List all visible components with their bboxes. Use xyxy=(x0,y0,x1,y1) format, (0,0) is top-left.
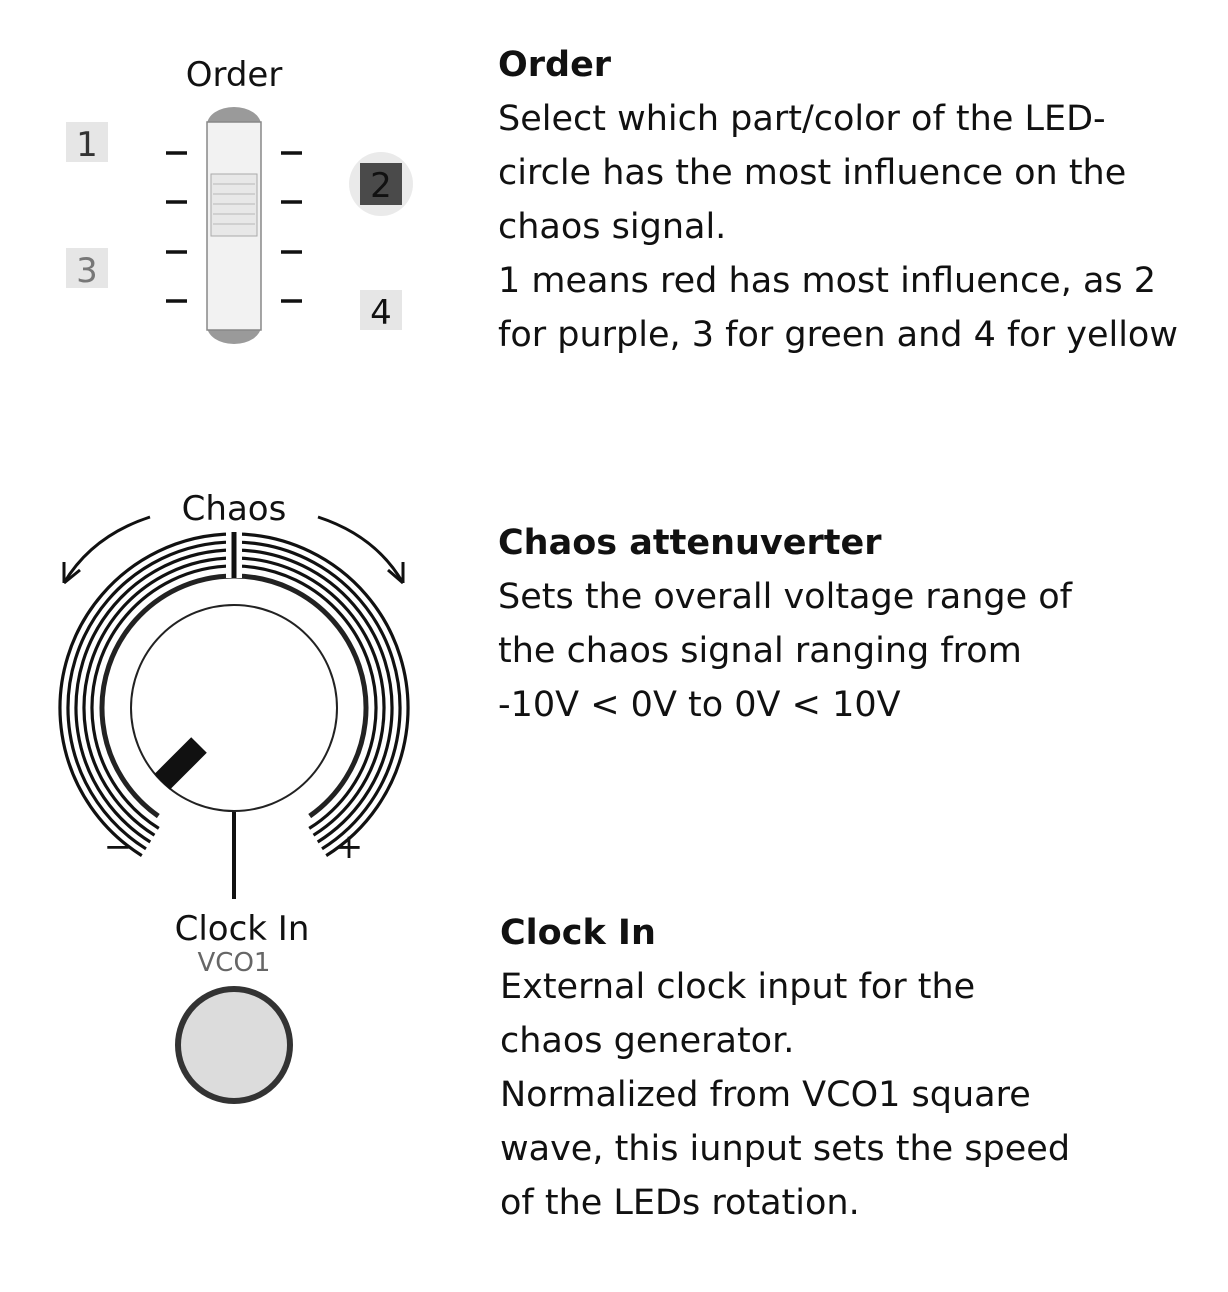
chaos-max-label: + xyxy=(335,827,364,867)
order-label-box xyxy=(66,248,108,288)
chaos-heading: Chaos attenuverter xyxy=(498,523,882,563)
order-line-4: 1 means red has most influence, as 2 xyxy=(498,261,1157,301)
order-position-2[interactable]: 2 xyxy=(349,152,413,216)
knob-pointer xyxy=(154,737,207,790)
clock-heading: Clock In xyxy=(500,913,656,953)
order-slider-switch[interactable] xyxy=(206,107,262,344)
chaos-line-1: Sets the overall voltage range of xyxy=(498,577,1072,617)
chaos-title: Chaos xyxy=(182,489,287,529)
order-label-4: 4 xyxy=(370,293,392,333)
clock-in-subtitle: VCO1 xyxy=(198,948,271,978)
order-tick-marks xyxy=(166,151,302,303)
order-title: Order xyxy=(186,55,283,95)
order-line-5: for purple, 3 for green and 4 for yellow xyxy=(498,315,1178,355)
order-line-2: circle has the most influence on the xyxy=(498,153,1127,193)
jack-socket-icon xyxy=(175,986,293,1104)
order-label-1: 1 xyxy=(76,125,98,165)
chaos-line-2: the chaos signal ranging from xyxy=(498,631,1022,671)
clock-line-5: of the LEDs rotation. xyxy=(500,1183,860,1223)
chaos-min-label: − xyxy=(104,827,133,867)
order-label-box xyxy=(360,290,402,330)
clock-line-3: Normalized from VCO1 square xyxy=(500,1075,1031,1115)
clock-description: Clock In External clock input for the ch… xyxy=(500,906,1070,1230)
order-line-1: Select which part/color of the LED- xyxy=(498,99,1106,139)
clock-in-title: Clock In xyxy=(175,909,310,949)
clock-line-4: wave, this iunput sets the speed xyxy=(500,1129,1071,1169)
clock-line-2: chaos generator. xyxy=(500,1021,795,1061)
slider-thumb[interactable] xyxy=(210,173,258,237)
clock-line-1: External clock input for the xyxy=(500,967,976,1007)
chaos-knob[interactable] xyxy=(130,604,338,812)
order-description: Order Select which part/color of the LED… xyxy=(498,38,1178,362)
order-label-box xyxy=(66,122,108,162)
chaos-description: Chaos attenuverter Sets the overall volt… xyxy=(498,516,1072,732)
order-label-box-selected xyxy=(360,163,402,205)
chaos-range-arrows xyxy=(62,515,405,585)
order-label-3: 3 xyxy=(76,251,98,291)
order-position-4[interactable]: 4 xyxy=(360,290,402,333)
chaos-line-3: -10V < 0V to 0V < 10V xyxy=(498,685,901,725)
order-line-3: chaos signal. xyxy=(498,207,727,247)
clock-in-jack[interactable] xyxy=(175,986,293,1104)
order-position-1[interactable]: 1 xyxy=(66,122,108,165)
order-heading: Order xyxy=(498,45,612,85)
order-label-2: 2 xyxy=(370,166,392,206)
module-panel: Order 1 3 2 4 xyxy=(58,55,413,1104)
order-position-3[interactable]: 3 xyxy=(66,248,108,291)
